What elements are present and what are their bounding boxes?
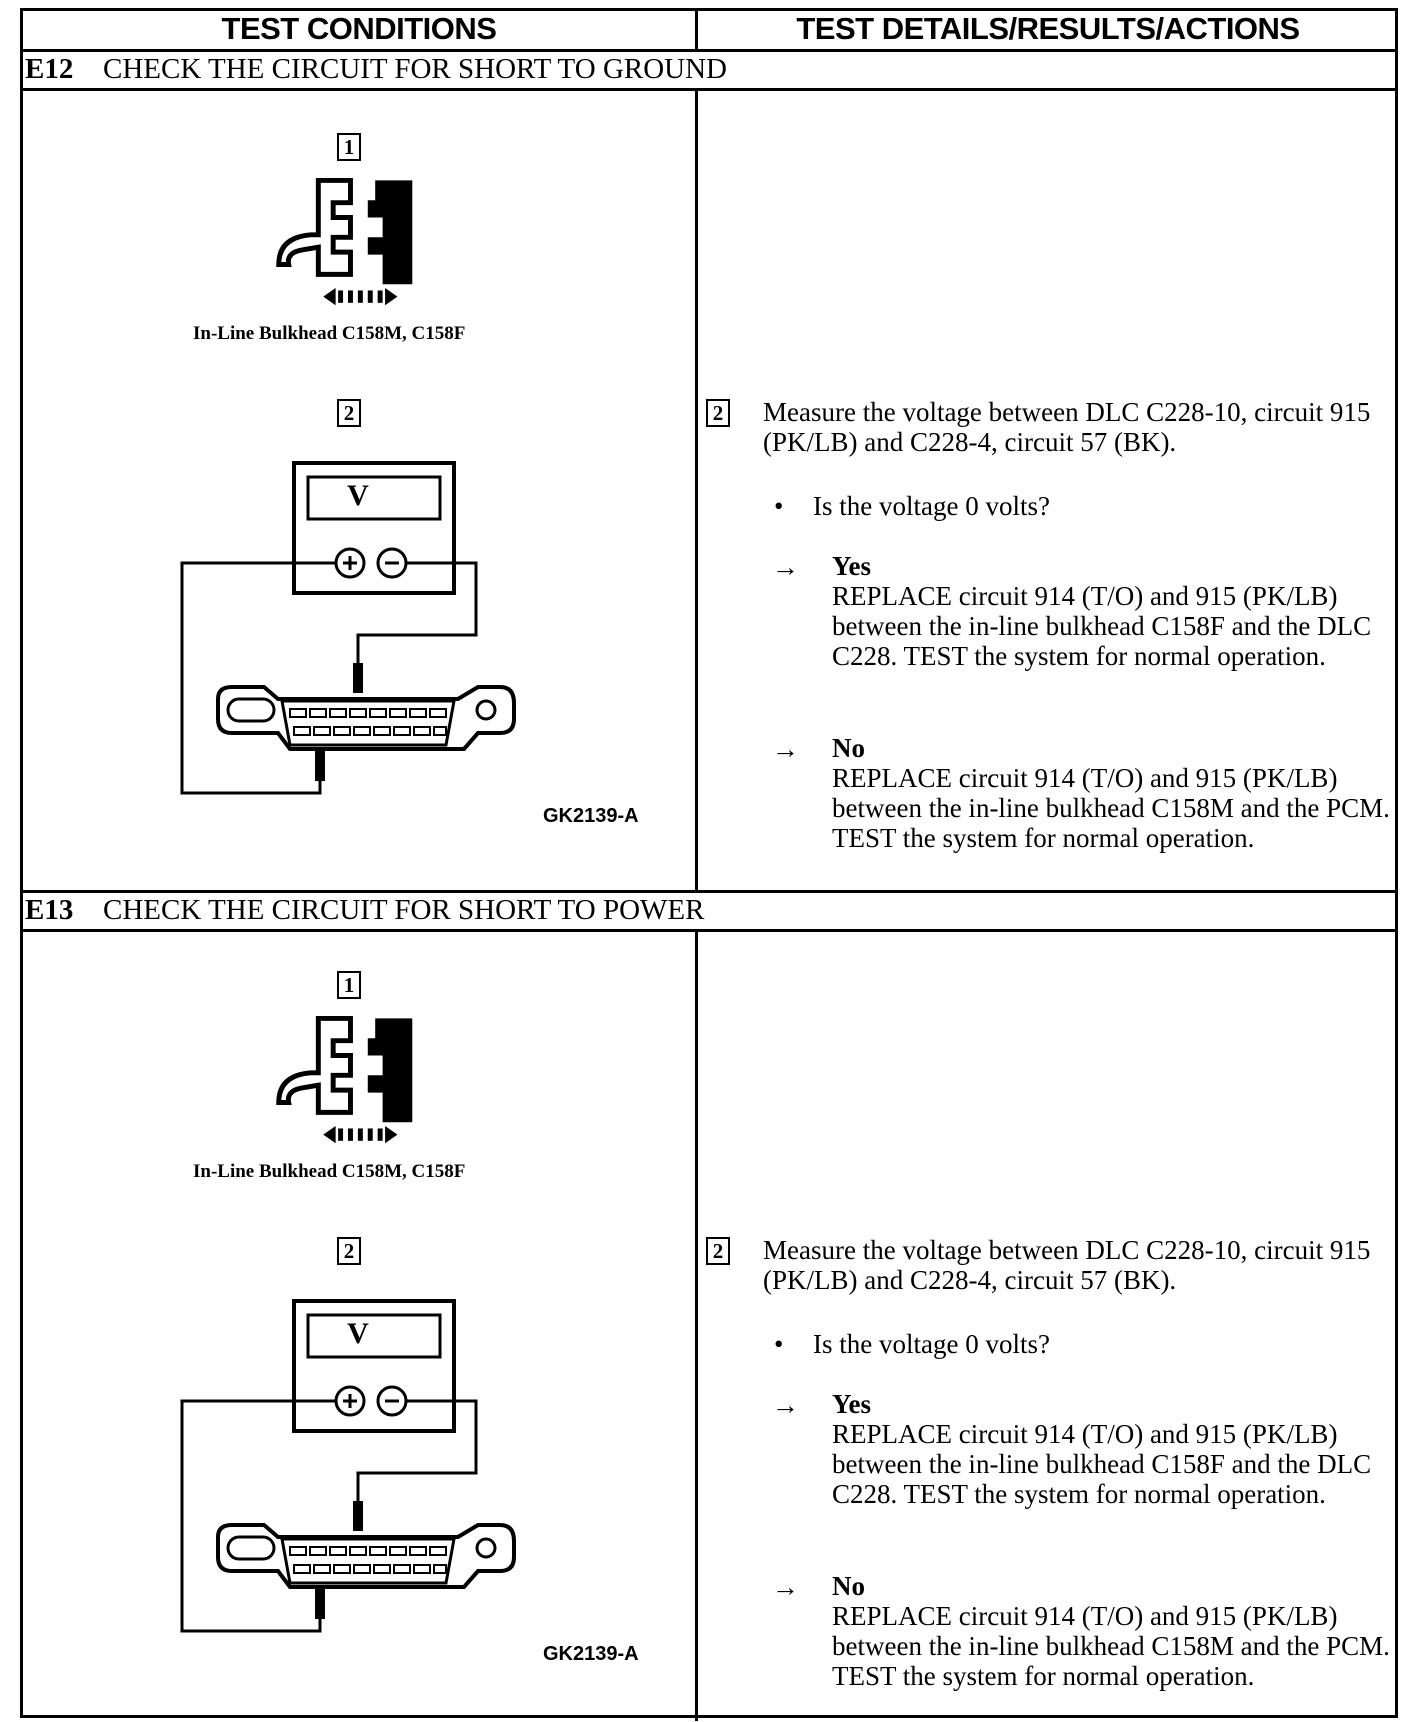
step-1-number: 1 (337, 971, 361, 999)
no-text: REPLACE circuit 914 (T/O) and 915 (PK/LB… (832, 763, 1390, 853)
test-table: TEST CONDITIONS TEST DETAILS/RESULTS/ACT… (20, 8, 1398, 1721)
voltmeter-dlc-diagram (178, 1297, 558, 1657)
column-divider (695, 11, 698, 52)
voltmeter-label: V (347, 1317, 369, 1350)
no-response: No REPLACE circuit 914 (T/O) and 915 (PK… (832, 733, 1408, 853)
section-title: CHECK THE CIRCUIT FOR SHORT TO GROUND (103, 52, 727, 85)
question-text: Is the voltage 0 volts? (813, 491, 1050, 521)
yes-label: Yes (832, 551, 871, 581)
voltmeter-dlc-diagram (178, 459, 558, 819)
detail-step-number: 2 (706, 399, 730, 427)
no-text: REPLACE circuit 914 (T/O) and 915 (PK/LB… (832, 1601, 1390, 1691)
section-id: E13 (25, 893, 74, 926)
bullet-icon: • (774, 1329, 784, 1359)
right-arrow-icon: → (772, 1390, 799, 1420)
figure-code: GK2139-A (543, 1643, 639, 1665)
no-response: No REPLACE circuit 914 (T/O) and 915 (PK… (832, 1571, 1408, 1691)
header-test-conditions: TEST CONDITIONS (221, 11, 497, 46)
section-id: E12 (25, 52, 74, 85)
no-label: No (832, 1571, 865, 1601)
figure-code: GK2139-A (543, 805, 639, 827)
bulkhead-connector-diagram (273, 173, 423, 309)
yes-response: Yes REPLACE circuit 914 (T/O) and 915 (P… (832, 551, 1408, 671)
step-2-number: 2 (337, 399, 361, 427)
right-arrow-icon: → (772, 734, 799, 764)
right-arrow-icon: → (772, 1572, 799, 1602)
step-2-number: 2 (337, 1237, 361, 1265)
header-test-details: TEST DETAILS/RESULTS/ACTIONS (796, 11, 1300, 46)
question-text: Is the voltage 0 volts? (813, 1329, 1050, 1359)
column-divider (695, 929, 698, 1721)
divider (23, 890, 1395, 893)
right-arrow-icon: → (772, 552, 799, 582)
yes-text: REPLACE circuit 914 (T/O) and 915 (PK/LB… (832, 581, 1372, 671)
yes-text: REPLACE circuit 914 (T/O) and 915 (PK/LB… (832, 1419, 1372, 1509)
connector-caption: In-Line Bulkhead C158M, C158F (193, 323, 466, 344)
column-divider (695, 88, 698, 893)
instruction-text: Measure the voltage between DLC C228-10,… (763, 397, 1371, 457)
no-label: No (832, 733, 865, 763)
section-heading-e12: E12 CHECK THE CIRCUIT FOR SHORT TO GROUN… (23, 52, 1395, 86)
connector-caption: In-Line Bulkhead C158M, C158F (193, 1161, 466, 1182)
divider (23, 49, 1395, 52)
detail-step-number: 2 (706, 1237, 730, 1265)
yes-response: Yes REPLACE circuit 914 (T/O) and 915 (P… (832, 1389, 1408, 1509)
divider (23, 88, 1395, 91)
bulkhead-connector-diagram (273, 1011, 423, 1147)
section-title: CHECK THE CIRCUIT FOR SHORT TO POWER (103, 893, 705, 926)
yes-label: Yes (832, 1389, 871, 1419)
bullet-icon: • (774, 491, 784, 521)
step-1-number: 1 (337, 133, 361, 161)
divider (23, 929, 1395, 932)
instruction-text: Measure the voltage between DLC C228-10,… (763, 1235, 1371, 1295)
section-heading-e13: E13 CHECK THE CIRCUIT FOR SHORT TO POWER (23, 893, 1395, 927)
voltmeter-label: V (347, 479, 369, 512)
